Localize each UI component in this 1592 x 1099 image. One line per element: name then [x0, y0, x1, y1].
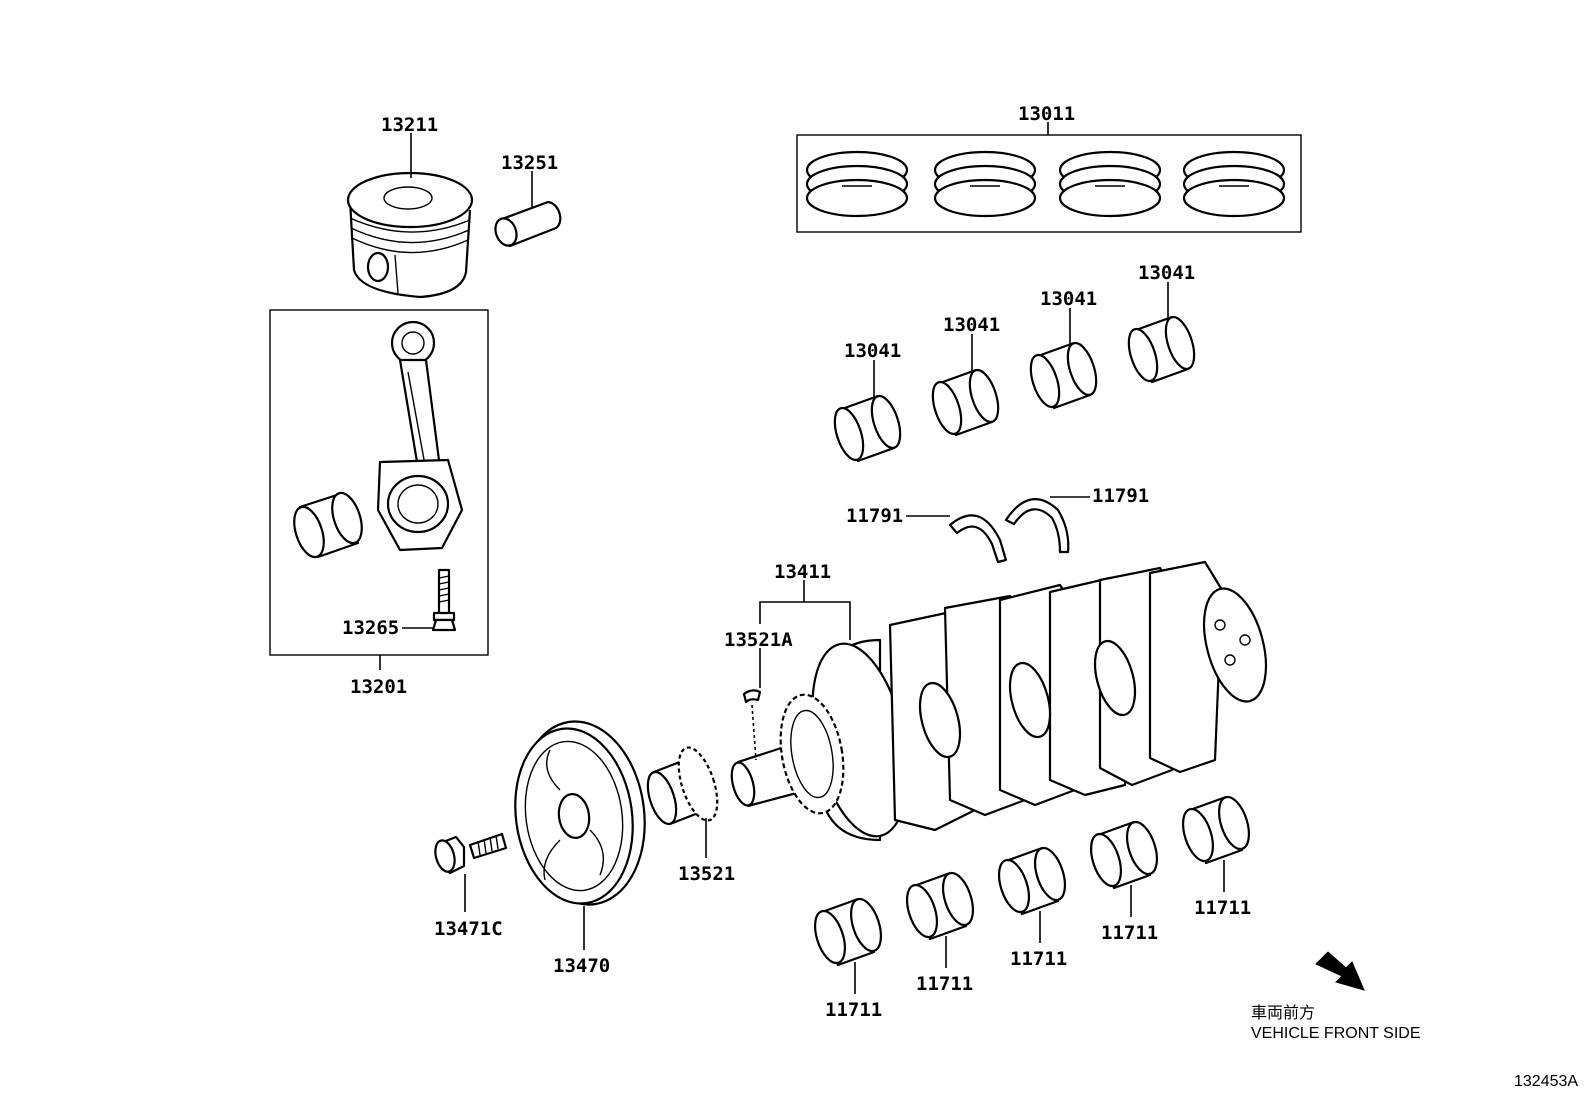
crankshaft-gear-icon[interactable]: [772, 690, 852, 819]
thrust-washer-icon[interactable]: [948, 514, 1008, 564]
main-bearing-icon[interactable]: [901, 869, 978, 941]
main-bearing-icon[interactable]: [809, 895, 886, 967]
crank-pulley-icon[interactable]: [504, 713, 656, 912]
connecting-rod-bearing-label-1: 13041: [844, 340, 901, 362]
vehicle-front-japanese: 車両前方: [1251, 1004, 1315, 1022]
thrust-washer-right-label: 11791: [1092, 485, 1149, 507]
connecting-rod-bolt-icon[interactable]: [431, 568, 457, 632]
piston-ring-icon[interactable]: [805, 150, 909, 218]
connecting-rod-bearing-icon[interactable]: [1123, 314, 1200, 385]
pulley-bolt-icon[interactable]: [432, 832, 508, 875]
piston-pin-label: 13251: [501, 152, 558, 174]
crankshaft-label: 13411: [774, 561, 831, 583]
main-bearing-icon[interactable]: [1177, 793, 1254, 865]
piston-ring-icon[interactable]: [1182, 150, 1286, 218]
connecting-rod-bearing-icon[interactable]: [829, 393, 906, 464]
piston-ring-icon[interactable]: [933, 150, 1037, 218]
main-bearing-icon[interactable]: [1085, 818, 1162, 890]
thrust-washer-left-label: 11791: [846, 505, 903, 527]
vehicle-front-english: VEHICLE FRONT SIDE: [1251, 1025, 1421, 1042]
crank-pulley-label: 13470: [553, 955, 610, 977]
connecting-rod-assembly-box: [269, 309, 489, 656]
main-bearing-label-5: 11711: [1194, 897, 1251, 919]
connecting-rod-bearing-label-3: 13041: [1040, 288, 1097, 310]
connecting-rod-bearing-label-2: 13041: [943, 314, 1000, 336]
connecting-rod-bearing-icon[interactable]: [289, 489, 368, 560]
timing-sprocket-label: 13521: [678, 863, 735, 885]
piston-label: 13211: [381, 114, 438, 136]
crankshaft-key-icon[interactable]: [742, 689, 762, 704]
piston-ring-icon[interactable]: [1058, 150, 1162, 218]
diagram-id: 132453A: [1514, 1073, 1578, 1090]
main-bearing-icon[interactable]: [993, 844, 1070, 916]
piston-ring-set-label: 13011: [1018, 103, 1075, 125]
crankshaft-key-label: 13521A: [724, 629, 793, 651]
main-bearing-label-2: 11711: [916, 973, 973, 995]
main-bearing-label-3: 11711: [1010, 948, 1067, 970]
piston-pin-icon[interactable]: [492, 200, 562, 249]
timing-sprocket-icon[interactable]: [642, 743, 725, 827]
piston-icon[interactable]: [346, 171, 474, 299]
vehicle-front-arrow-icon: [1315, 951, 1365, 991]
main-bearing-label-1: 11711: [825, 999, 882, 1021]
connecting-rod-icon[interactable]: [376, 320, 464, 552]
connecting-rod-bearing-icon[interactable]: [1025, 340, 1102, 411]
connecting-rod-assembly-label: 13201: [350, 676, 407, 698]
connecting-rod-bolt-label: 13265: [342, 617, 399, 639]
main-bearing-label-4: 11711: [1101, 922, 1158, 944]
connecting-rod-bearing-label-4: 13041: [1138, 262, 1195, 284]
pulley-bolt-label: 13471C: [434, 918, 503, 940]
piston-ring-set-box: [796, 134, 1302, 233]
connecting-rod-bearing-icon[interactable]: [927, 367, 1004, 438]
thrust-washer-icon[interactable]: [1004, 498, 1070, 554]
